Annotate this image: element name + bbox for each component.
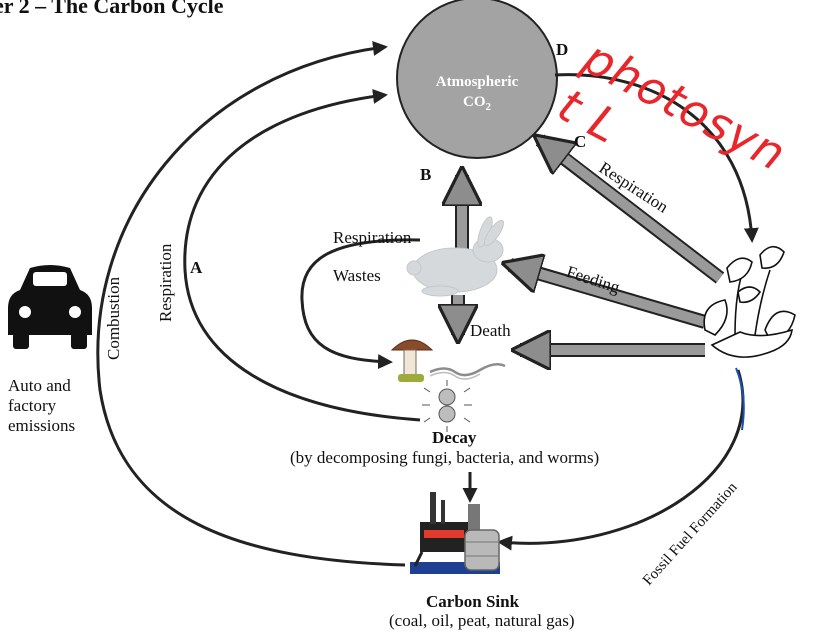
respiration-middle-label: Respiration [333,228,412,247]
emissions-line2: factory [8,396,57,415]
wastes-label: Wastes [333,266,381,285]
respiration-left-label: Respiration [156,243,175,322]
plant-icon [703,245,796,358]
death-label: Death [470,321,511,340]
carbon-sink-note: (coal, oil, peat, natural gas) [389,611,575,630]
photosynthesis-d-arrow [554,73,759,243]
atmospheric-co2-label: Atmospheric CO2 [397,72,557,117]
combustion-arrow [96,41,406,567]
respiration-a-arrow [183,88,421,422]
label-a: A [190,258,203,277]
decay-title: Decay [432,428,477,447]
feeding-arrow-fill [513,266,707,327]
co2-subscript: 2 [485,101,492,113]
c-arrow-fill [543,142,724,282]
co2-text: CO [463,94,486,110]
fossil-fuel-arrow [497,369,745,551]
bacteria-icon [422,380,472,432]
car-icon [8,265,92,349]
emissions-line3: emissions [8,416,76,435]
emissions-line1: Auto and [8,376,71,395]
decay-note: (by decomposing fungi, bacteria, and wor… [290,448,600,467]
emissions-label: Auto and factory emissions [8,376,75,436]
fossil-fuel-arrow-blue [735,367,745,431]
atmospheric-label-line2: CO2 [397,92,557,117]
combustion-label: Combustion [104,276,123,360]
atmospheric-label-line1: Atmospheric [435,74,519,90]
mushroom-icon [390,339,434,382]
oil-rig-icon [410,492,500,574]
respiration-waste-loop [300,238,421,370]
label-d: D [556,40,569,59]
worm-icon [429,362,506,380]
carbon-sink-title: Carbon Sink [426,592,520,611]
page-title: er 2 – The Carbon Cycle [0,0,224,18]
rabbit-icon [406,216,505,297]
label-c: C [574,132,587,151]
atmospheric-co2-circle [396,0,558,159]
label-b: B [420,165,432,184]
